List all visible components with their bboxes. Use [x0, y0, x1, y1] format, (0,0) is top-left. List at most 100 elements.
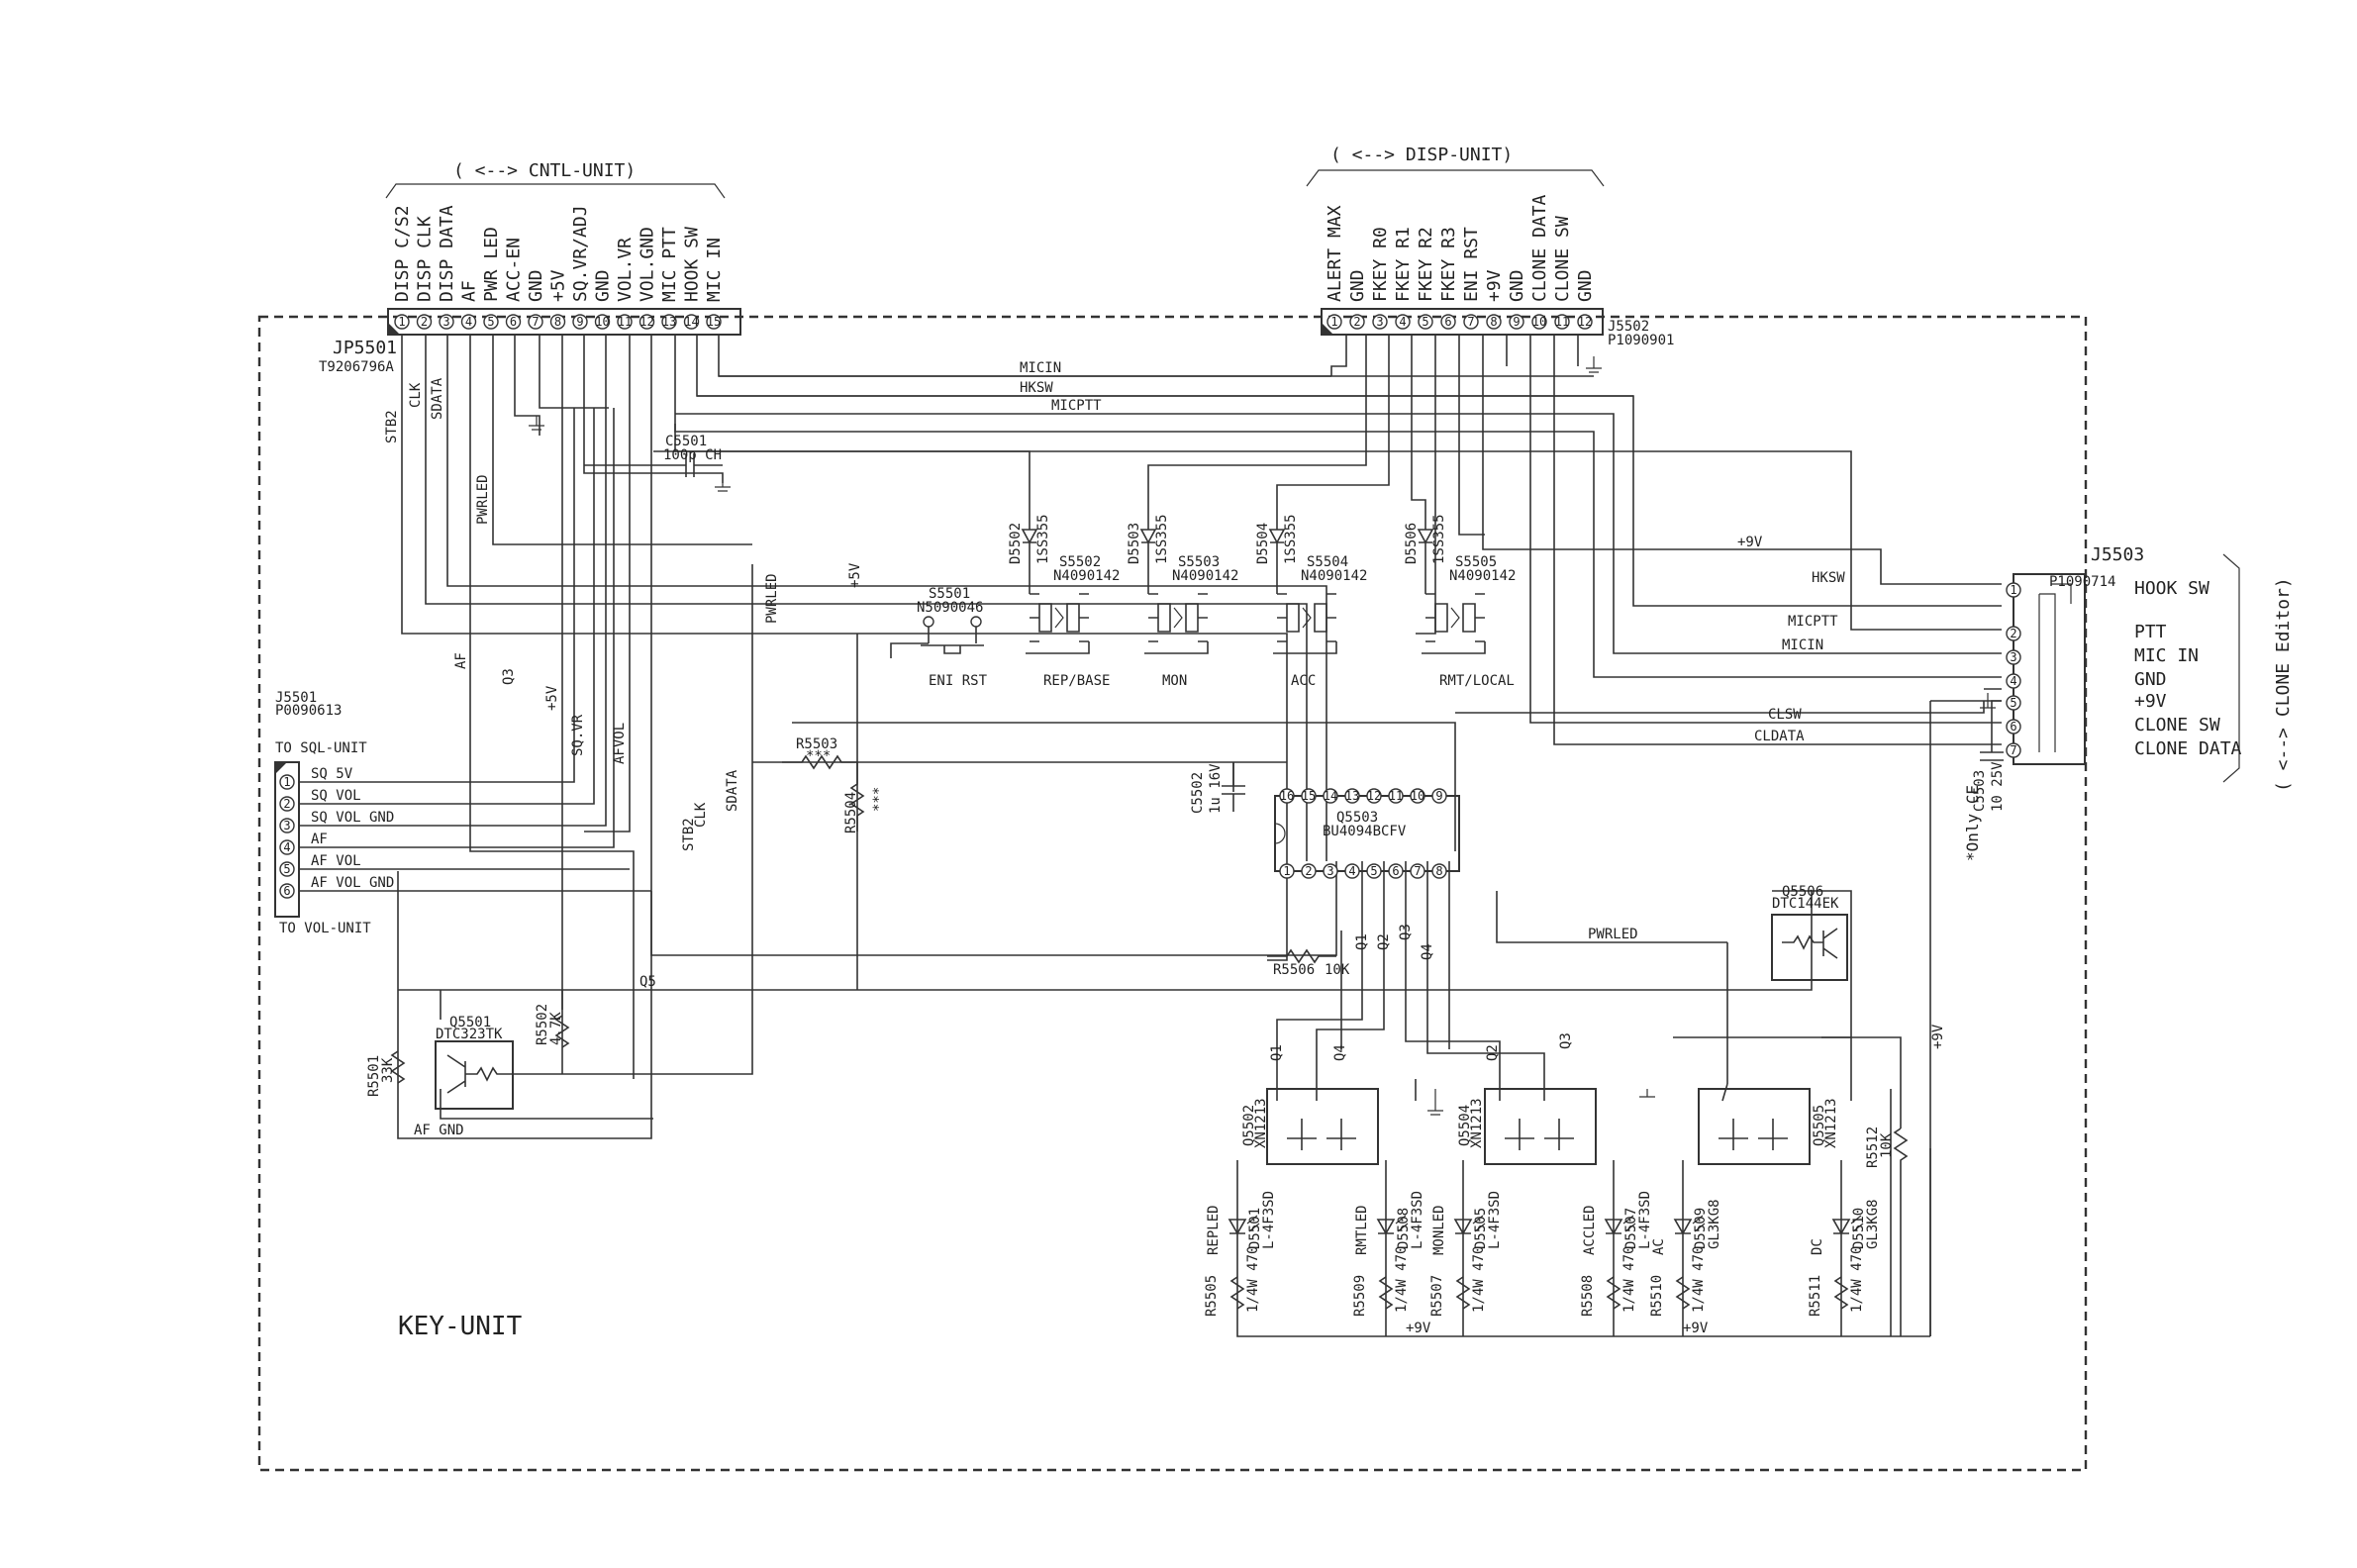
svg-text:D5506: D5506	[1404, 523, 1420, 564]
svg-text:SDATA: SDATA	[725, 769, 740, 812]
svg-text:ACCLED: ACCLED	[1582, 1205, 1598, 1255]
svg-text:XN1213: XN1213	[1823, 1098, 1839, 1148]
svg-text:+9V: +9V	[1737, 535, 1763, 550]
svg-text:T9206796A: T9206796A	[319, 359, 394, 375]
jp5501-pin-number: 7	[532, 315, 539, 329]
j5502-pin-label: GND	[1507, 269, 1527, 302]
svg-text:MICPTT: MICPTT	[1051, 398, 1102, 414]
svg-text:REP/BASE: REP/BASE	[1043, 673, 1110, 689]
svg-text:R5507: R5507	[1429, 1275, 1445, 1317]
ic-pin-number: 5	[1370, 864, 1377, 878]
j5502-pin	[1577, 314, 1593, 330]
svg-text:R5508: R5508	[1580, 1275, 1596, 1317]
svg-text:***: ***	[806, 748, 831, 764]
ic-pin-number: 6	[1392, 864, 1399, 878]
j5502-pin	[1372, 314, 1388, 330]
svg-text:SQ.VR: SQ.VR	[570, 714, 586, 756]
svg-text:( <--> DISP-UNIT): ( <--> DISP-UNIT)	[1330, 145, 1513, 165]
resistor-r5501: R5501 33K	[366, 1050, 406, 1097]
j5501-pin	[279, 818, 295, 833]
switch-s5501: S5501 N5090046 ENI RST	[890, 586, 988, 689]
svg-text:P0090613: P0090613	[275, 703, 342, 719]
j5501-pin-label: AF VOL	[311, 853, 361, 869]
transistor-array-q5502: Q5502 XN1213	[1241, 1088, 1379, 1165]
svg-text:Q5502: Q5502	[1241, 1105, 1257, 1146]
ic-pin-number: 10	[1411, 789, 1424, 803]
svg-text:N4090142: N4090142	[1301, 568, 1367, 584]
j5502-pin	[1509, 314, 1524, 330]
svg-text:S5503: S5503	[1178, 554, 1220, 570]
j5502-pin-label: CLONE DATA	[1529, 194, 1550, 302]
svg-text:R5501: R5501	[366, 1055, 382, 1097]
ic-pin-number: 9	[1435, 789, 1442, 803]
jp5501-pin	[505, 314, 522, 330]
svg-text:( <--> CNTL-UNIT): ( <--> CNTL-UNIT)	[453, 160, 636, 181]
j5503-pin	[2006, 649, 2021, 665]
svg-text:+5V: +5V	[847, 562, 863, 588]
j5501-pin	[279, 861, 295, 877]
j5501-pin-number: 2	[283, 797, 290, 811]
transistor-array-q5505: Q5505 XN1213	[1698, 1088, 1839, 1165]
svg-text:R5512: R5512	[1865, 1127, 1881, 1168]
svg-text:CLK: CLK	[693, 802, 709, 828]
svg-text:S5501: S5501	[929, 586, 970, 602]
svg-text:R5506: R5506	[1273, 962, 1315, 978]
svg-text:MICPTT: MICPTT	[1788, 614, 1838, 630]
j5503-connector: J5503 P1090714	[2013, 544, 2144, 765]
svg-text:STB2: STB2	[384, 410, 400, 443]
ic-pin	[1388, 863, 1404, 879]
svg-text:PWRLED: PWRLED	[1588, 927, 1638, 942]
ic-pin	[1323, 788, 1338, 804]
ic-pin	[1388, 788, 1404, 804]
svg-text:HKSW: HKSW	[1020, 380, 1053, 396]
svg-text:Q5: Q5	[639, 974, 656, 990]
j5503-pin-label: +9V	[2134, 691, 2167, 712]
svg-text:R5509: R5509	[1352, 1275, 1368, 1317]
svg-text:Q2: Q2	[1485, 1044, 1501, 1061]
ic-pin-number: 1	[1283, 864, 1290, 878]
svg-text:10K: 10K	[1879, 1132, 1895, 1158]
j5503-pin-label: CLONE SW	[2134, 715, 2220, 735]
svg-text:Q3: Q3	[1398, 924, 1414, 940]
svg-text:DTC323TK: DTC323TK	[436, 1027, 503, 1042]
j5502-pin	[1554, 314, 1570, 330]
j5502-pin-number: 9	[1513, 315, 1520, 329]
svg-text:1SS355: 1SS355	[1154, 514, 1170, 564]
jp5501-pin-label: ACC-EN	[504, 238, 525, 302]
jp5501-pin	[661, 314, 677, 330]
svg-text:10 25V: 10 25V	[1990, 761, 2006, 812]
j5502-pin	[1326, 314, 1342, 330]
j5502-pin-label: FKEY R1	[1393, 227, 1414, 302]
j5501-pin-label: SQ 5V	[311, 766, 353, 782]
svg-text:PWRLED: PWRLED	[764, 573, 780, 624]
j5502-pin-number: 11	[1555, 315, 1569, 329]
jp5501-pin	[549, 314, 566, 330]
j5502-pin-label: FKEY R3	[1438, 227, 1459, 302]
j5501-pin	[279, 839, 295, 855]
ic-pin	[1410, 788, 1425, 804]
ic-pin	[1366, 863, 1382, 879]
j5502-pin	[1440, 314, 1456, 330]
svg-text:1SS355: 1SS355	[1431, 514, 1447, 564]
jp5501-pin	[594, 314, 611, 330]
jp5501-pin-number: 11	[618, 315, 632, 329]
j5501-pin-label: SQ VOL	[311, 788, 361, 804]
jp5501-pin-number: 8	[554, 315, 561, 329]
capacitor-c5501: C5501 100p CH	[584, 434, 723, 477]
svg-text:N5090046: N5090046	[917, 600, 983, 616]
j5502-pin-number: 4	[1399, 315, 1406, 329]
clone-editor-header: ( <--> CLONE Editor)	[2222, 553, 2294, 792]
jp5501-pin-label: MIC PTT	[659, 227, 680, 302]
svg-text:MON: MON	[1162, 673, 1187, 689]
jp5501-pin-label: DISP C/S2	[392, 205, 413, 302]
j5502-pin-label: GND	[1347, 269, 1368, 302]
svg-text:Q5503: Q5503	[1336, 810, 1378, 826]
svg-text:R5511: R5511	[1808, 1275, 1823, 1317]
j5503-pin-label: GND	[2134, 669, 2167, 690]
svg-text:TO SQL-UNIT: TO SQL-UNIT	[275, 740, 367, 756]
